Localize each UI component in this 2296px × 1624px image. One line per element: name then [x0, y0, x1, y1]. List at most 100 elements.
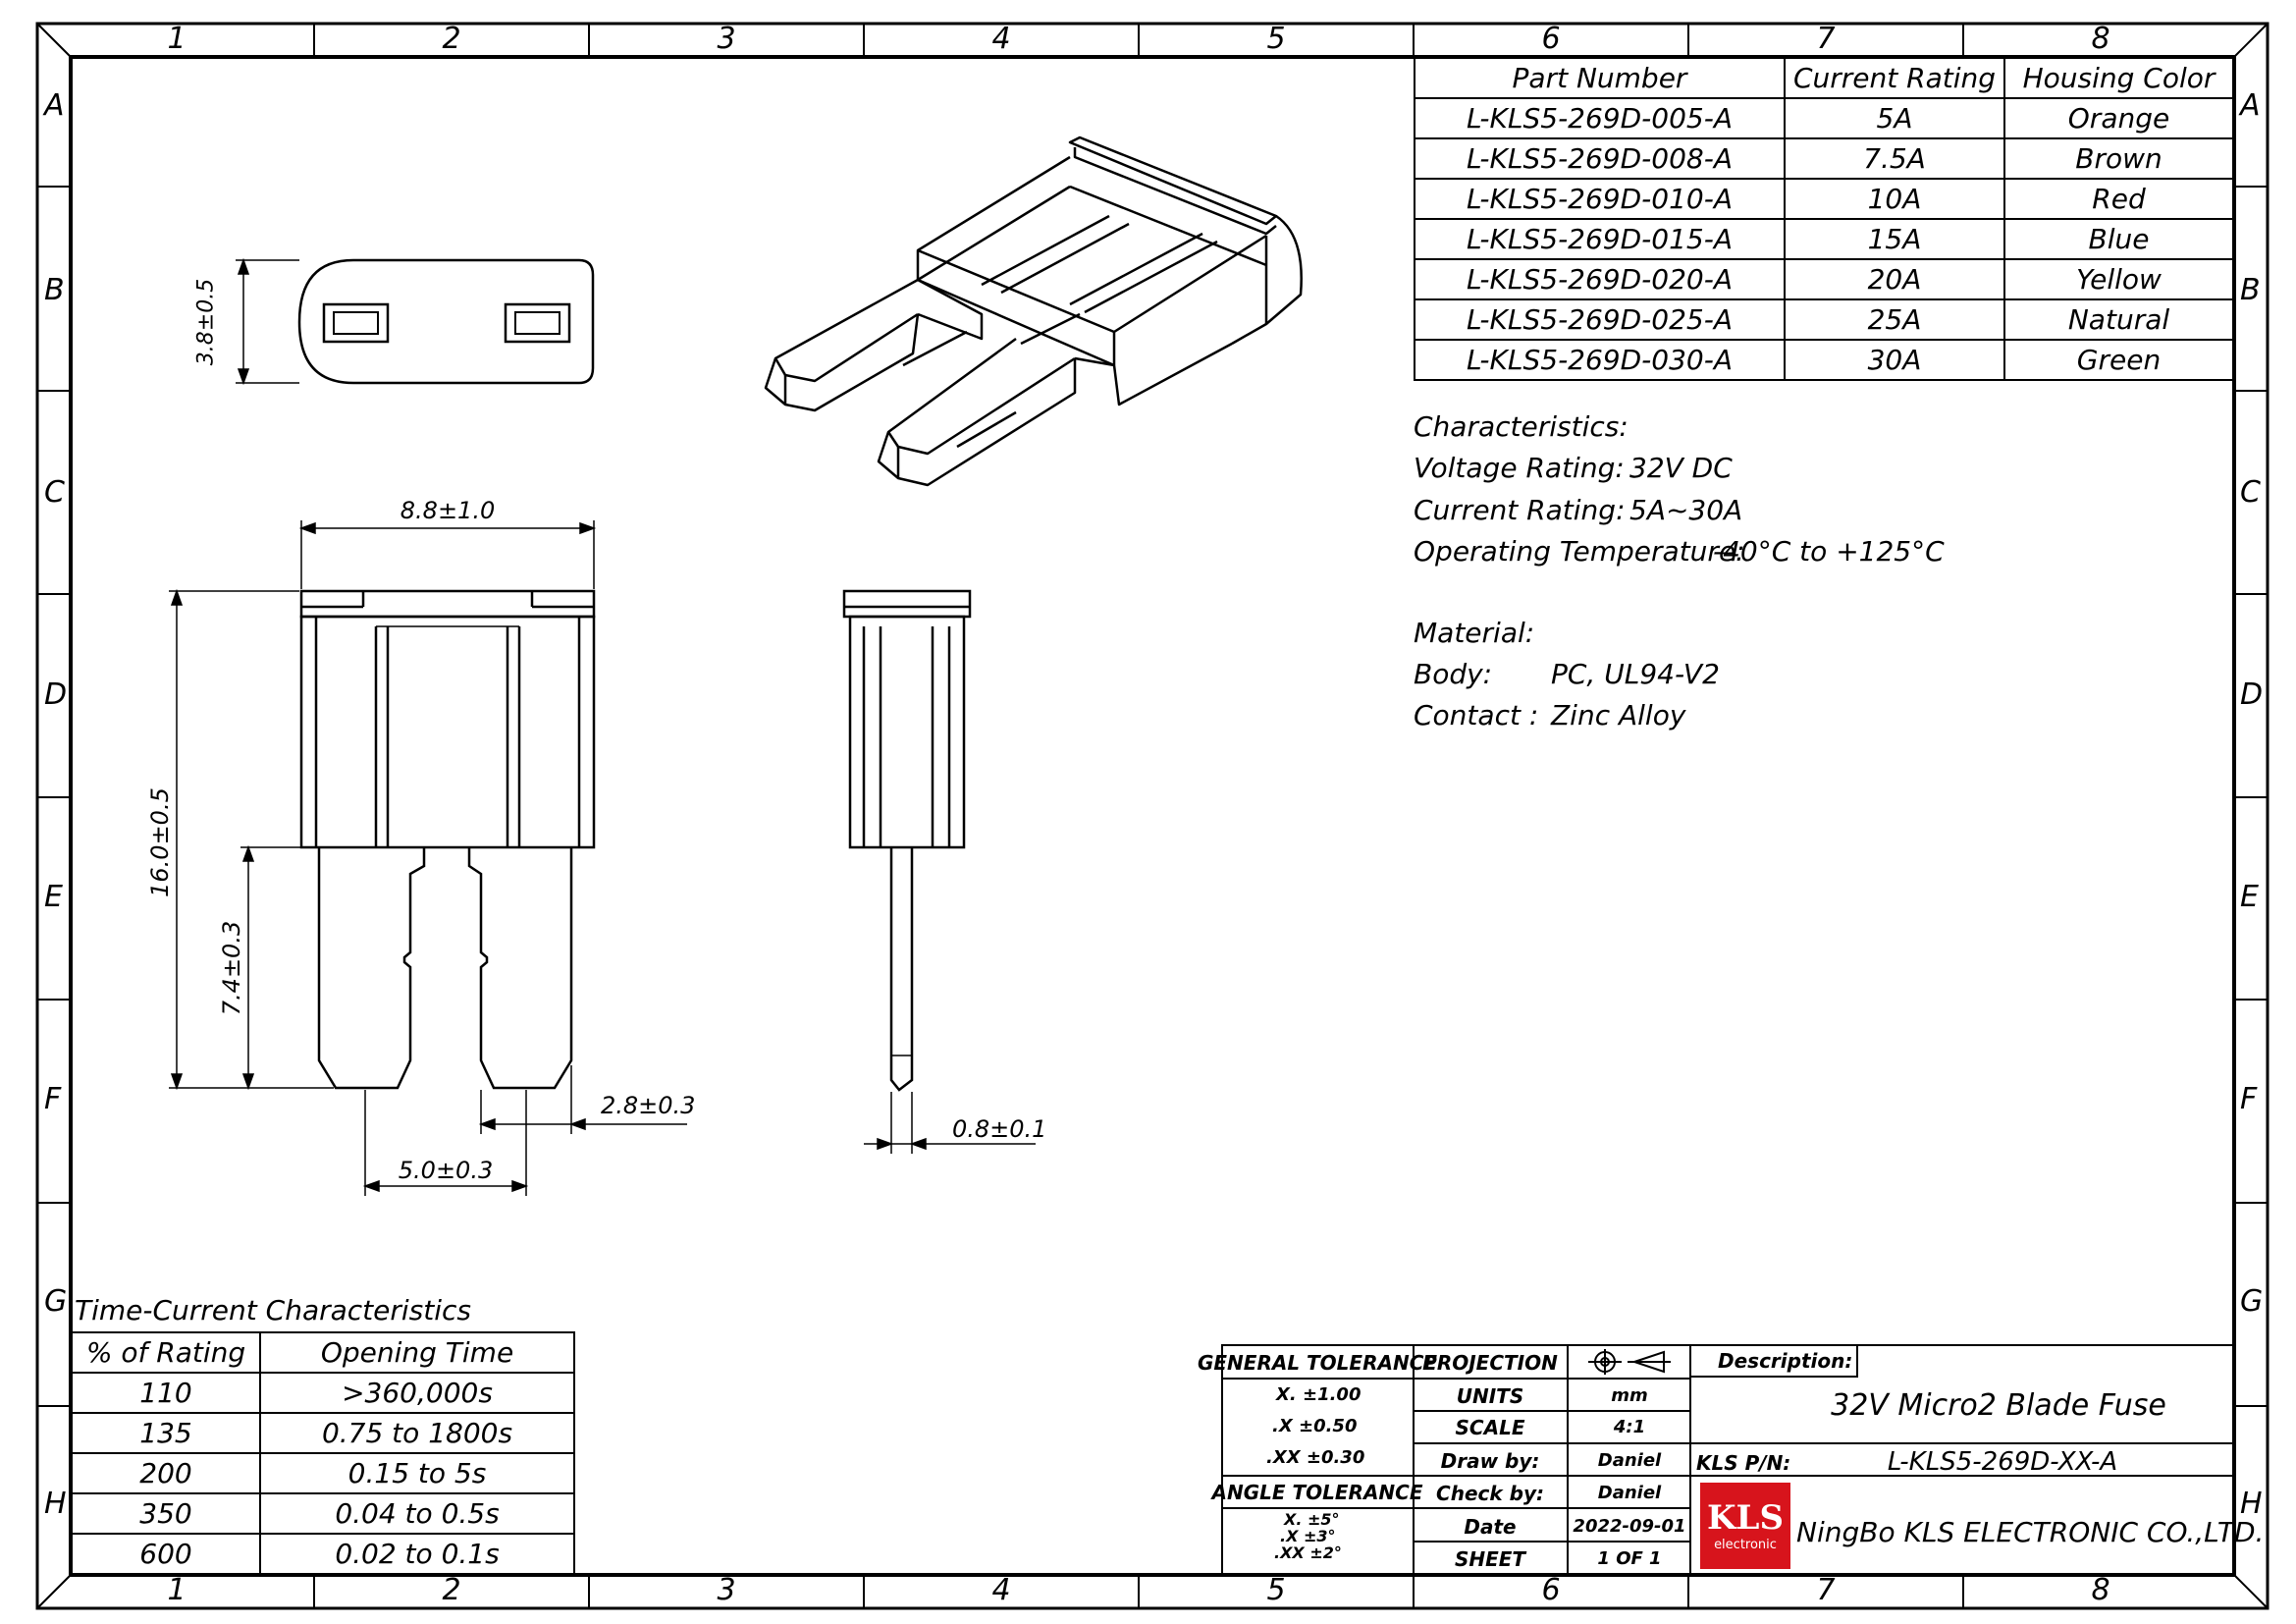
- zone-row-e-right: E: [2240, 880, 2259, 914]
- projection-symbol: [1588, 1349, 1671, 1375]
- housing-color: Yellow: [2003, 258, 2234, 300]
- header-percent-rating: % of Rating: [71, 1331, 261, 1374]
- zone-col-1-top: 1: [167, 22, 187, 56]
- header-current-rating: Current Rating: [1784, 57, 2005, 99]
- zone-row-g-left: G: [44, 1284, 68, 1319]
- body-value: PC, UL94-V2: [1551, 658, 1720, 690]
- check-by-label: Check by:: [1436, 1482, 1544, 1505]
- tolerance-x: X. ±1.00: [1276, 1384, 1362, 1405]
- opening-time: 0.15 to 5s: [259, 1452, 575, 1494]
- zone-col-3-top: 3: [717, 22, 736, 56]
- zone-col-2-top: 2: [442, 22, 461, 56]
- dim-thickness: [236, 257, 299, 386]
- zone-col-4-top: 4: [991, 22, 1011, 56]
- opening-time: >360,000s: [259, 1372, 575, 1414]
- sheet-label: SHEET: [1454, 1547, 1526, 1571]
- zone-row-b-left: B: [44, 273, 65, 307]
- housing-color: Blue: [2003, 218, 2234, 260]
- corner-lines: [36, 23, 2269, 1609]
- dim-width-label: 8.8±1.0: [400, 497, 496, 524]
- voltage-label: Voltage Rating:: [1414, 452, 1625, 484]
- tolerance-x2: .XX ±0.30: [1266, 1447, 1365, 1468]
- general-tolerance-label: GENERAL TOLERANCE: [1197, 1351, 1438, 1375]
- body-label: Body:: [1414, 658, 1493, 690]
- pn-label: KLS P/N:: [1696, 1451, 1791, 1475]
- zone-row-b-right: B: [2240, 273, 2261, 307]
- zone-col-5-bottom: 5: [1266, 1573, 1286, 1607]
- part-number: L-KLS5-269D-030-A: [1414, 339, 1786, 381]
- percent-rating: 350: [71, 1492, 261, 1535]
- inner-border: [69, 55, 2236, 1577]
- part-number: L-KLS5-269D-005-A: [1414, 97, 1786, 139]
- logo-text: KLS: [1706, 1498, 1785, 1538]
- description-label: Description:: [1718, 1349, 1853, 1373]
- temperature-value: -40°C to +125°C: [1713, 535, 1945, 568]
- dim-blade-thickness-label: 0.8±0.1: [952, 1115, 1047, 1143]
- part-number: L-KLS5-269D-015-A: [1414, 218, 1786, 260]
- dim-blade-width: [478, 1065, 687, 1134]
- date-value: 2022-09-01: [1573, 1516, 1686, 1537]
- dim-blade-pitch-label: 5.0±0.3: [398, 1157, 494, 1184]
- zone-row-c-left: C: [44, 475, 65, 510]
- zone-col-7-bottom: 7: [1816, 1573, 1836, 1607]
- characteristics-heading: Characteristics:: [1414, 410, 1629, 443]
- current-rating: 5A: [1784, 97, 2005, 139]
- zone-row-c-right: C: [2240, 475, 2261, 510]
- dim-thickness-label: 3.8±0.5: [193, 278, 219, 366]
- zone-col-8-bottom: 8: [2091, 1573, 2110, 1607]
- zone-col-6-bottom: 6: [1541, 1573, 1561, 1607]
- angle-x1: .X ±3°: [1280, 1527, 1336, 1545]
- scale-value: 4:1: [1613, 1417, 1646, 1437]
- housing-color: Natural: [2003, 298, 2234, 341]
- zone-row-f-right: F: [2240, 1082, 2258, 1116]
- zone-col-4-bottom: 4: [991, 1573, 1011, 1607]
- check-by-value: Daniel: [1597, 1483, 1662, 1503]
- angle-x: X. ±5°: [1284, 1510, 1340, 1529]
- outer-border: [35, 22, 2269, 1610]
- percent-rating: 600: [71, 1533, 261, 1575]
- housing-color: Orange: [2003, 97, 2234, 139]
- parts-table: Part Number Current Rating Housing Color…: [1414, 57, 2234, 381]
- percent-rating: 135: [71, 1412, 261, 1454]
- dim-height-label: 16.0±0.5: [146, 787, 174, 897]
- part-number: L-KLS5-269D-008-A: [1414, 137, 1786, 180]
- current-rating: 15A: [1784, 218, 2005, 260]
- title-block-lines: [1221, 1344, 2235, 1576]
- zone-col-2-bottom: 2: [442, 1573, 461, 1607]
- time-current-header: % of Rating Opening Time: [71, 1331, 575, 1374]
- description-value: 32V Micro2 Blade Fuse: [1831, 1388, 2166, 1423]
- date-label: Date: [1464, 1515, 1517, 1539]
- time-current-table: % of Rating Opening Time 110>360,000s 13…: [71, 1331, 575, 1575]
- dim-blade-pitch: [362, 1090, 529, 1196]
- current-rating: 10A: [1784, 178, 2005, 220]
- dim-blade-thickness: [864, 1092, 1036, 1154]
- temperature-label: Operating Temperature:: [1414, 535, 1745, 568]
- current-rating: 25A: [1784, 298, 2005, 341]
- draw-by-label: Draw by:: [1440, 1449, 1540, 1473]
- zone-row-a-left: A: [44, 88, 65, 123]
- draw-by-value: Daniel: [1597, 1450, 1662, 1471]
- company-logo: KLS electronic: [1700, 1483, 1790, 1569]
- company-name: NingBo KLS ELECTRONIC CO.,LTD.: [1796, 1516, 2265, 1548]
- opening-time: 0.75 to 1800s: [259, 1412, 575, 1454]
- current-label: Current Rating:: [1414, 494, 1626, 526]
- dim-blade-length: [240, 844, 316, 1091]
- housing-color: Red: [2003, 178, 2234, 220]
- zone-col-7-top: 7: [1816, 22, 1836, 56]
- front-view: [299, 589, 596, 1090]
- zone-col-5-top: 5: [1266, 22, 1286, 56]
- housing-color: Green: [2003, 339, 2234, 381]
- dim-blade-width-label: 2.8±0.3: [601, 1092, 696, 1119]
- zone-col-8-top: 8: [2091, 22, 2110, 56]
- sheet-value: 1 OF 1: [1597, 1548, 1662, 1569]
- current-rating: 20A: [1784, 258, 2005, 300]
- current-rating: 30A: [1784, 339, 2005, 381]
